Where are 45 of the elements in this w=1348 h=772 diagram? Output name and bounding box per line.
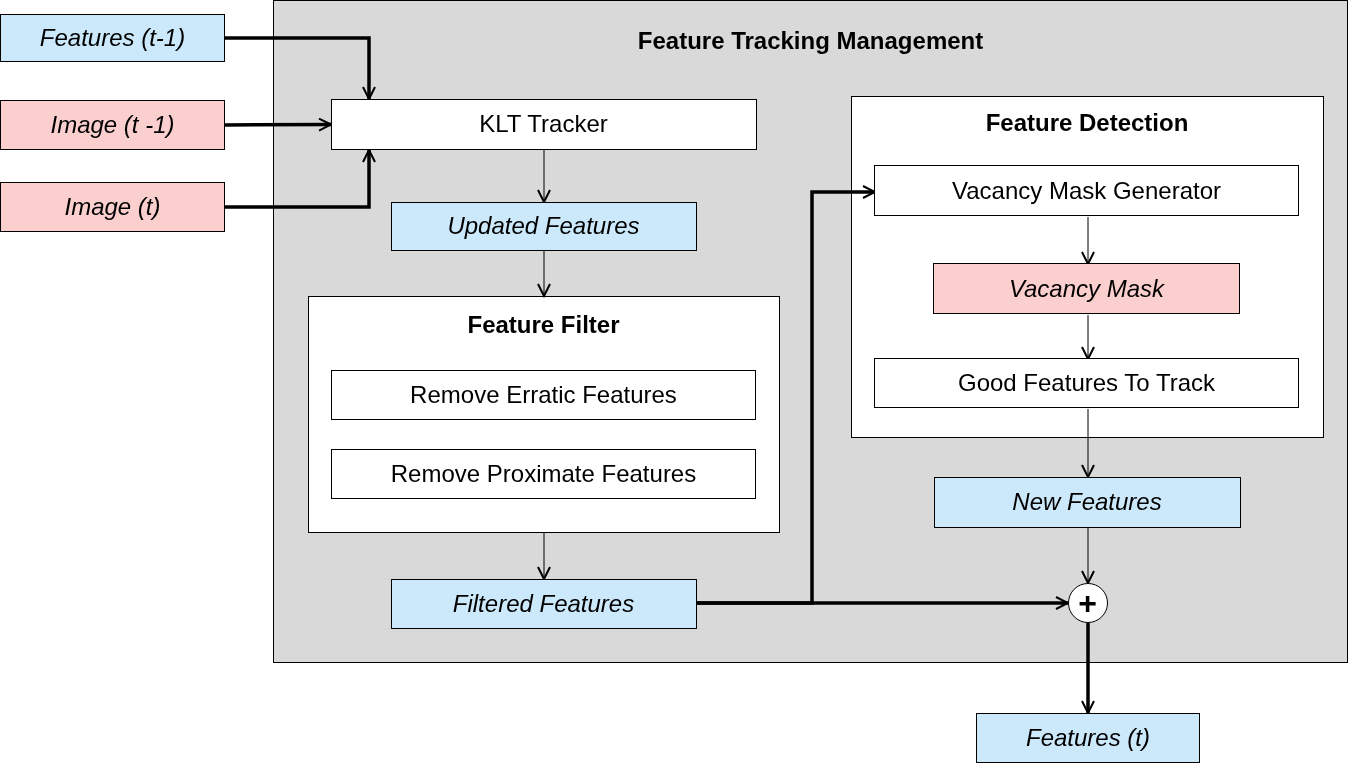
data-box — [390, 578, 697, 629]
box-label: Updated Features — [447, 212, 640, 240]
box-label: Image (t) — [64, 193, 161, 221]
arrow — [1081, 314, 1095, 360]
process-box — [874, 358, 1299, 408]
plus-sign: + — [1078, 586, 1097, 619]
arrow — [697, 596, 1069, 610]
group-box — [307, 295, 780, 533]
arrow — [225, 36, 376, 100]
box-label: Features (t-1) — [39, 24, 186, 52]
process-box — [874, 165, 1299, 216]
data-box — [390, 201, 697, 251]
box-label: Remove Erratic Features — [410, 381, 677, 409]
arrow — [1081, 527, 1095, 584]
box-label: Vacancy Mask Generator — [952, 176, 1221, 205]
box-label: Good Features To Track — [958, 369, 1215, 397]
data-box — [976, 713, 1200, 763]
arrow — [1081, 623, 1095, 714]
data-box — [933, 263, 1240, 314]
group-title: Feature Tracking Management — [636, 27, 985, 55]
arrow — [537, 250, 551, 297]
box-label: Remove Proximate Features — [390, 460, 697, 488]
arrow — [537, 532, 551, 580]
box-label: Filtered Features — [452, 589, 635, 618]
process-box — [331, 370, 756, 420]
arrow — [225, 117, 332, 132]
data-box — [0, 182, 225, 232]
panel — [273, 0, 1348, 663]
group-title: Feature Filter — [466, 310, 621, 339]
arrow — [1081, 216, 1095, 265]
arrow — [537, 149, 551, 203]
data-box — [0, 100, 225, 150]
process-box — [330, 98, 757, 150]
box-label: Features (t) — [1026, 724, 1150, 752]
group-title: Feature Detection — [984, 108, 1190, 137]
box-label: KLT Tracker — [479, 110, 608, 138]
box-label: Vacancy Mask — [1008, 274, 1165, 303]
arrow — [1081, 408, 1095, 478]
box-label: Image (t -1) — [50, 111, 175, 139]
box-label: New Features — [1012, 488, 1162, 516]
data-box — [0, 14, 225, 62]
arrow — [225, 149, 376, 209]
process-box — [331, 449, 756, 499]
group-box — [850, 95, 1324, 438]
data-box — [933, 476, 1241, 528]
